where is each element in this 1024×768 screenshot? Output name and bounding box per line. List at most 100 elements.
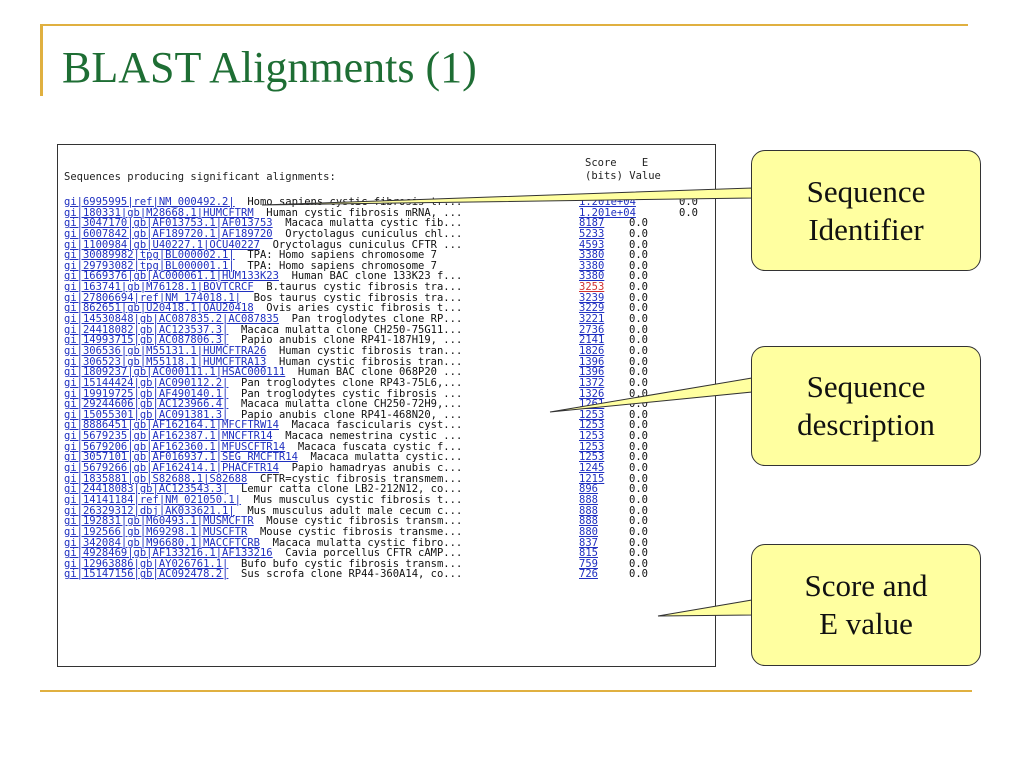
sequence-id-link[interactable]: gi|14993715|gb|AC087806.3|	[64, 334, 229, 347]
sequence-id-link[interactable]: gi|862651|gb|U20418.1|OAU20418	[64, 302, 254, 315]
sequence-id-link[interactable]: gi|15147156|gb|AC092478.2|	[64, 568, 229, 581]
e-value: 0.0	[629, 440, 648, 453]
sequence-id-link[interactable]: gi|27806694|ref|NM_174018.1|	[64, 291, 242, 304]
sequence-description: Human cystic fibrosis mRNA, ...	[253, 206, 463, 219]
score-link[interactable]: 837	[579, 536, 598, 549]
table-row: gi|306523|gb|M55118.1|HUMCFTRA13 Human c…	[64, 355, 648, 368]
sequence-id-link[interactable]: gi|342084|gb|M96680.1|MACCFTCRB	[64, 536, 260, 549]
sequence-id-link[interactable]: gi|15055301|gb|AC091381.3|	[64, 408, 229, 421]
sequence-description: Papio hamadryas anubis c...	[278, 462, 463, 475]
score-link[interactable]: 3380	[579, 259, 605, 272]
e-value: 0.0	[629, 493, 648, 506]
sequence-id-link[interactable]: gi|192831|gb|M60493.1|MUSMCFTR	[64, 515, 254, 528]
score-link[interactable]: 1245	[579, 462, 605, 475]
e-value: 0.0	[629, 568, 648, 581]
sequence-description: Sus scrofa clone RP44-360A14, co...	[228, 568, 463, 581]
score-link[interactable]: 888	[579, 504, 598, 517]
sequence-id-link[interactable]: gi|6007842|gb|AF189720.1|AF189720	[64, 227, 273, 240]
score-link[interactable]: 896	[579, 483, 598, 496]
sequence-id-link[interactable]: gi|15144424|gb|AC090112.2|	[64, 376, 229, 389]
score-link[interactable]: 815	[579, 547, 598, 560]
score-link[interactable]: 1.201e+04	[579, 196, 636, 208]
e-value: 0.0	[629, 281, 648, 294]
score-link[interactable]: 1396	[579, 355, 605, 368]
score-link[interactable]: 888	[579, 493, 598, 506]
score-link[interactable]: 3380	[579, 270, 605, 283]
sequence-id-link[interactable]: gi|12963886|gb|AY026761.1|	[64, 557, 229, 570]
score-link[interactable]: 1253	[579, 440, 605, 453]
score-link[interactable]: 2141	[579, 334, 605, 347]
table-row: gi|163741|gb|M76128.1|BOVTCRCF B.taurus …	[64, 281, 648, 294]
score-link[interactable]: 3253	[579, 281, 605, 294]
sequence-id-link[interactable]: gi|180331|gb|M28668.1|HUMCFTRM	[64, 206, 254, 219]
slide-title: BLAST Alignments (1)	[62, 43, 477, 92]
sequence-description: Bos taurus cystic fibrosis tra...	[241, 291, 463, 304]
sequence-id-link[interactable]: gi|24418082|gb|AC123537.3|	[64, 323, 229, 336]
e-value: 0.0	[629, 323, 648, 336]
sequence-id-link[interactable]: gi|6995995|ref|NM_000492.2|	[64, 196, 235, 208]
sequence-id-link[interactable]: gi|3047170|gb|AF013753.1|AF013753	[64, 217, 273, 230]
score-link[interactable]: 5233	[579, 227, 605, 240]
score-link[interactable]: 1253	[579, 419, 605, 432]
sequence-id-link[interactable]: gi|5679266|gb|AF162414.1|PHACFTR14	[64, 462, 279, 475]
sequence-id-link[interactable]: gi|1835881|gb|S82688.1|S82688	[64, 472, 248, 485]
sequence-description: Macaca fuscata cystic f...	[285, 440, 463, 453]
score-link[interactable]: 1253	[579, 451, 605, 464]
sequence-id-link[interactable]: gi|4928469|gb|AF133216.1|AF133216	[64, 547, 273, 560]
sequence-id-link[interactable]: gi|8886451|gb|AF162164.1|MFCFTRW14	[64, 419, 279, 432]
e-value: 0.0	[629, 302, 648, 315]
sequence-id-link[interactable]: gi|19919725|gb|AF490140.1|	[64, 387, 229, 400]
score-link[interactable]: 1253	[579, 430, 605, 443]
score-link[interactable]: 1261	[579, 398, 605, 411]
e-value: 0.0	[629, 313, 648, 326]
sequence-id-link[interactable]: gi|29244606|gb|AC123966.4|	[64, 398, 229, 411]
score-link[interactable]: 726	[579, 568, 598, 581]
score-link[interactable]: 4593	[579, 238, 605, 251]
score-link[interactable]: 888	[579, 515, 598, 528]
sequence-id-link[interactable]: gi|26329312|dbj|AK033621.1|	[64, 504, 235, 517]
sequence-id-link[interactable]: gi|1669376|gb|AC000061.1|HUM133K23	[64, 270, 279, 283]
e-value: 0.0	[629, 547, 648, 560]
table-row: gi|8886451|gb|AF162164.1|MFCFTRW14 Macac…	[64, 419, 648, 432]
table-row: gi|15147156|gb|AC092478.2| Sus scrofa cl…	[64, 568, 648, 581]
sequence-id-link[interactable]: gi|30089982|tpg|BL000002.1|	[64, 249, 235, 262]
sequence-id-link[interactable]: gi|29793082|tpg|BL000001.1|	[64, 259, 235, 272]
sequence-id-link[interactable]: gi|163741|gb|M76128.1|BOVTCRCF	[64, 281, 254, 294]
sequence-id-link[interactable]: gi|14530848|gb|AC087835.2|AC087835	[64, 313, 279, 326]
callout-label: Sequence	[806, 369, 926, 404]
score-link[interactable]: 1372	[579, 376, 605, 389]
sequence-id-link[interactable]: gi|1809237|gb|AC000111.1|HSAC000111	[64, 366, 286, 379]
sequence-description: Mouse cystic fibrosis transm...	[253, 515, 463, 528]
score-link[interactable]: 1.201e+04	[579, 206, 636, 219]
sequence-id-link[interactable]: gi|3057101|gb|AF016937.1|SEG_RMCFTR14	[64, 451, 298, 464]
score-link[interactable]: 3221	[579, 313, 605, 326]
e-value: 0.0	[629, 387, 648, 400]
table-row: gi|1100984|gb|U40227.1|OCU40227 Oryctola…	[64, 238, 648, 251]
score-link[interactable]: 3380	[579, 249, 605, 262]
sequence-id-link[interactable]: gi|14141184|ref|NM_021050.1|	[64, 493, 242, 506]
sequence-id-link[interactable]: gi|306523|gb|M55118.1|HUMCFTRA13	[64, 355, 267, 368]
sequence-id-link[interactable]: gi|5679206|gb|AF162360.1|MFUSCFTR14	[64, 440, 286, 453]
score-link[interactable]: 880	[579, 525, 598, 538]
sequence-id-link[interactable]: gi|192566|gb|M69298.1|MUSCFTR	[64, 525, 248, 538]
sequence-description: Papio anubis clone RP41-468N20, ...	[228, 408, 463, 421]
sequence-id-link[interactable]: gi|306536|gb|M55131.1|HUMCFTRA26	[64, 344, 267, 357]
e-value: 0.0	[629, 462, 648, 475]
score-link[interactable]: 1396	[579, 366, 605, 379]
sequence-id-link[interactable]: gi|5679235|gb|AF162387.1|MNCFTR14	[64, 430, 273, 443]
score-link[interactable]: 2736	[579, 323, 605, 336]
score-link[interactable]: 759	[579, 557, 598, 570]
table-row: gi|15055301|gb|AC091381.3| Papio anubis …	[64, 408, 648, 421]
score-link[interactable]: 3229	[579, 302, 605, 315]
sequence-id-link[interactable]: gi|1100984|gb|U40227.1|OCU40227	[64, 238, 260, 251]
score-link[interactable]: 1215	[579, 472, 605, 485]
score-link[interactable]: 8187	[579, 217, 605, 230]
e-value: 0.0	[629, 557, 648, 570]
score-link[interactable]: 1826	[579, 344, 605, 357]
score-link[interactable]: 3239	[579, 291, 605, 304]
score-link[interactable]: 1326	[579, 387, 605, 400]
score-link[interactable]: 1253	[579, 408, 605, 421]
sequence-id-link[interactable]: gi|24418083|gb|AC123543.3|	[64, 483, 229, 496]
e-value: 0.0	[629, 504, 648, 517]
